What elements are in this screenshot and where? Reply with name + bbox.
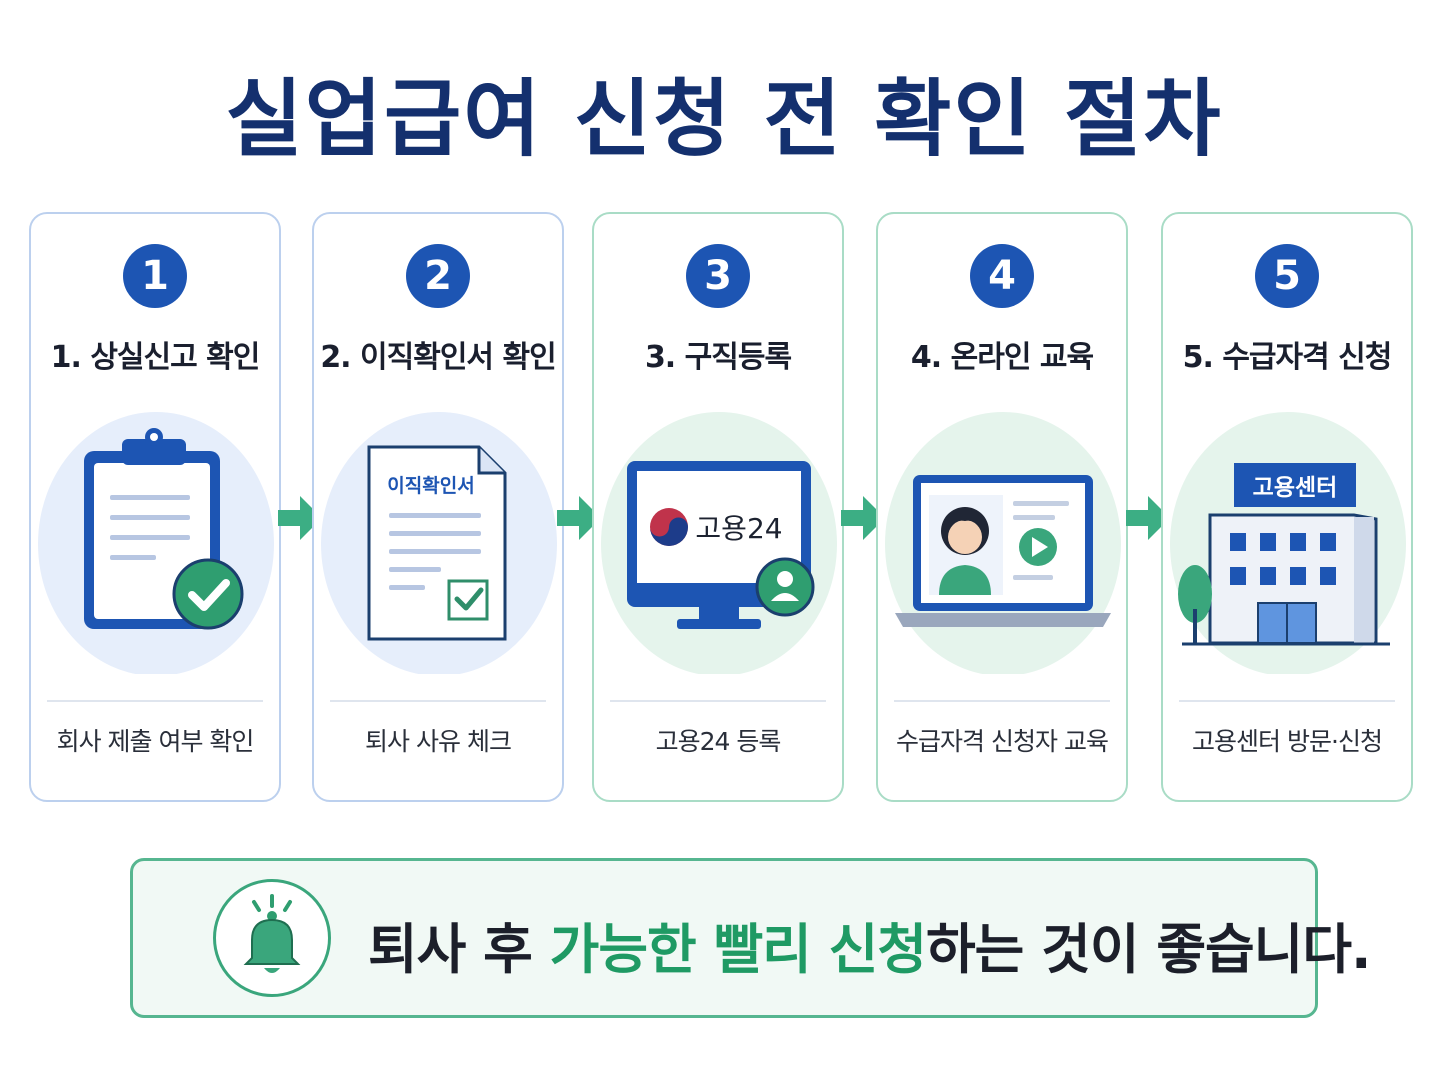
step-caption: 고용센터 방문·신청 [1192,727,1383,756]
building-icon: 고용센터 [1170,412,1406,674]
step-card-3: 3 3. 구직등록 고용24 고용24 등록 [592,212,844,802]
notice-highlight: 가능한 빨리 신청 [549,918,927,981]
clipboard-check-icon [38,412,274,674]
step-number-badge: 3 [686,244,750,308]
step-label: 2. 이직확인서 확인 [320,340,556,375]
divider [894,700,1110,702]
divider [47,700,263,702]
arrow-right-icon [837,488,889,548]
arrow-right-icon [274,488,326,548]
step-caption: 고용24 등록 [655,727,782,756]
step-caption: 수급자격 신청자 교육 [896,727,1109,756]
notice-text: 퇴사 후 가능한 빨리 신청하는 것이 좋습니다. [368,905,1372,984]
arrow-right-icon [553,488,605,548]
bell-icon [213,879,331,997]
step-card-4: 4 4. 온라인 교육 수급자격 신청자 교육 [876,212,1128,802]
step-number-badge: 2 [406,244,470,308]
page-title: 실업급여 신청 전 확인 절차 [225,70,1223,168]
step-card-2: 2 2. 이직확인서 확인 이직확인서 퇴사 사유 체크 [312,212,564,802]
step-number-badge: 5 [1255,244,1319,308]
sign-text: 고용센터 [1253,475,1338,501]
arrow-right-icon [1122,488,1174,548]
step-label: 5. 수급자격 신청 [1182,340,1393,375]
screen-text: 고용24 [695,512,782,545]
document-title: 이직확인서 [387,474,474,497]
monitor-user-icon: 고용24 [601,412,837,674]
divider [610,700,826,702]
divider [1179,700,1395,702]
divider [330,700,546,702]
notice-box: 퇴사 후 가능한 빨리 신청하는 것이 좋습니다. [130,858,1372,1018]
step-number-badge: 1 [123,244,187,308]
laptop-video-icon [885,412,1121,674]
notice-prefix: 퇴사 후 [368,918,550,981]
step-card-5: 5 5. 수급자격 신청 고용센터 고용센터 방문·신청 [1161,212,1413,802]
document-check-icon: 이직확인서 [321,412,557,674]
step-caption: 회사 제출 여부 확인 [56,727,255,756]
step-label: 4. 온라인 교육 [910,340,1094,375]
notice-suffix: 하는 것이 좋습니다. [926,918,1372,981]
step-card-1: 1 1. 상실신고 확인 회사 제출 여부 확인 [29,212,281,802]
step-label: 3. 구직등록 [644,340,792,375]
step-number-badge: 4 [970,244,1034,308]
step-caption: 퇴사 사유 체크 [365,727,512,756]
step-label: 1. 상실신고 확인 [50,340,261,375]
